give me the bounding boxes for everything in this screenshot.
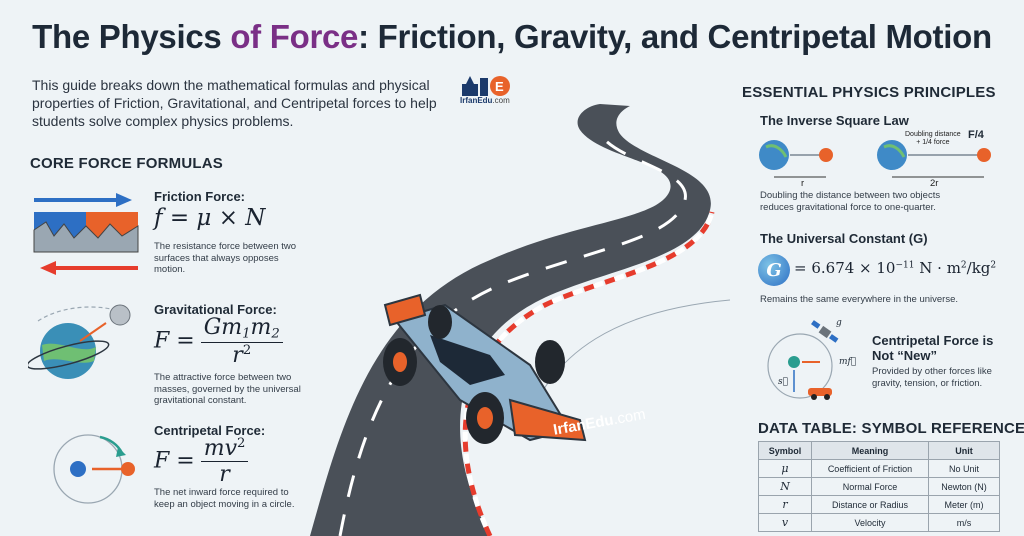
header-unit: Unit <box>928 441 1000 460</box>
table-row: μ Coefficient of Friction No Unit <box>758 459 1000 478</box>
g-symbol-icon: G <box>758 254 790 286</box>
header-meaning: Meaning <box>811 441 929 460</box>
table-header-row: Symbol Meaning Unit <box>758 441 1000 460</box>
inverse-square-name: The Inverse Square Law <box>760 113 909 128</box>
irfanedu-logo-icon: E <box>462 76 510 96</box>
two-r-label: 2r <box>930 178 939 189</box>
svg-text:E: E <box>495 79 504 94</box>
road-curb-white <box>462 211 715 536</box>
centripetal-note-desc: Provided by other forces like gravity, t… <box>872 366 992 389</box>
universal-constant-desc: Remains the same everywhere in the unive… <box>760 294 959 305</box>
arrow-right-head <box>116 193 132 207</box>
inverse-square-desc: Doubling the distance between two object… <box>760 190 941 213</box>
friction-formula: f = μ × N <box>154 205 266 231</box>
cell-symbol: v <box>758 513 812 532</box>
symbol-reference-table: Symbol Meaning Unit μ Coefficient of Fri… <box>758 441 1000 532</box>
universal-constant-name: The Universal Constant (G) <box>760 231 928 246</box>
mf-vector-label: mf⃗ <box>839 357 857 367</box>
cell-unit: m/s <box>928 513 1000 532</box>
road-center-line <box>338 133 687 536</box>
intro-text: This guide breaks down the mathematical … <box>32 77 437 129</box>
title-accent: of Force <box>230 18 359 55</box>
universal-constant-formula: = 6.674 × 10−11 N · m2/kg2 <box>794 259 997 277</box>
friction-name: Friction Force: <box>154 189 246 204</box>
cell-unit: Newton (N) <box>928 477 1000 496</box>
cell-meaning: Normal Force <box>811 477 929 496</box>
header-symbol: Symbol <box>758 441 812 460</box>
friction-desc: The resistance force between two surface… <box>154 241 297 275</box>
race-car-icon <box>383 293 587 444</box>
title-part-2: : Friction, Gravity, and Centripetal Mot… <box>358 18 992 55</box>
data-table-heading: DATA TABLE: SYMBOL REFERENCE <box>758 420 1024 437</box>
cell-meaning: Coefficient of Friction <box>811 459 929 478</box>
road-surface <box>310 104 711 536</box>
s-vector-label: s⃗ <box>778 377 789 387</box>
g-vector-label: g <box>836 318 842 328</box>
centripetal-forces-diagram <box>767 320 839 400</box>
gravity-name: Gravitational Force: <box>154 302 277 317</box>
centripetal-name: Centripetal Force: <box>154 423 266 438</box>
circular-motion-icon <box>53 434 135 504</box>
table-row: v Velocity m/s <box>758 513 1000 532</box>
cell-symbol: N <box>758 477 812 496</box>
road-curb-red <box>462 211 715 536</box>
car-icon <box>808 388 832 400</box>
cell-symbol: r <box>758 495 812 514</box>
gravity-desc: The attractive force between two masses,… <box>154 372 301 406</box>
title-part-1: The Physics <box>32 18 231 55</box>
core-formulas-heading: CORE FORCE FORMULAS <box>30 155 223 172</box>
cell-meaning: Distance or Radius <box>811 495 929 514</box>
page-title: The Physics of Force: Friction, Gravity,… <box>0 18 1024 56</box>
force-quarter-label: F/4 <box>968 129 984 141</box>
cell-unit: No Unit <box>928 459 1000 478</box>
table-row: r Distance or Radius Meter (m) <box>758 495 1000 514</box>
centripetal-desc: The net inward force required to keep an… <box>154 487 295 510</box>
arrow-left-head <box>40 261 56 275</box>
table-row: N Normal Force Newton (N) <box>758 477 1000 496</box>
r-label: r <box>801 178 805 189</box>
cell-meaning: Velocity <box>811 513 929 532</box>
logo-text: IrfanEdu.com <box>460 96 510 105</box>
principles-heading: ESSENTIAL PHYSICS PRINCIPLES <box>742 84 996 101</box>
planet-moon-icon <box>28 304 131 379</box>
inverse-square-diagram <box>759 140 991 178</box>
friction-surfaces-icon <box>33 193 139 275</box>
cell-unit: Meter (m) <box>928 495 1000 514</box>
doubling-callout: Doubling distance+ 1/4 force <box>905 131 961 146</box>
cell-symbol: μ <box>758 459 812 478</box>
race-track-illustration <box>310 104 731 536</box>
satellite-icon <box>811 320 839 343</box>
